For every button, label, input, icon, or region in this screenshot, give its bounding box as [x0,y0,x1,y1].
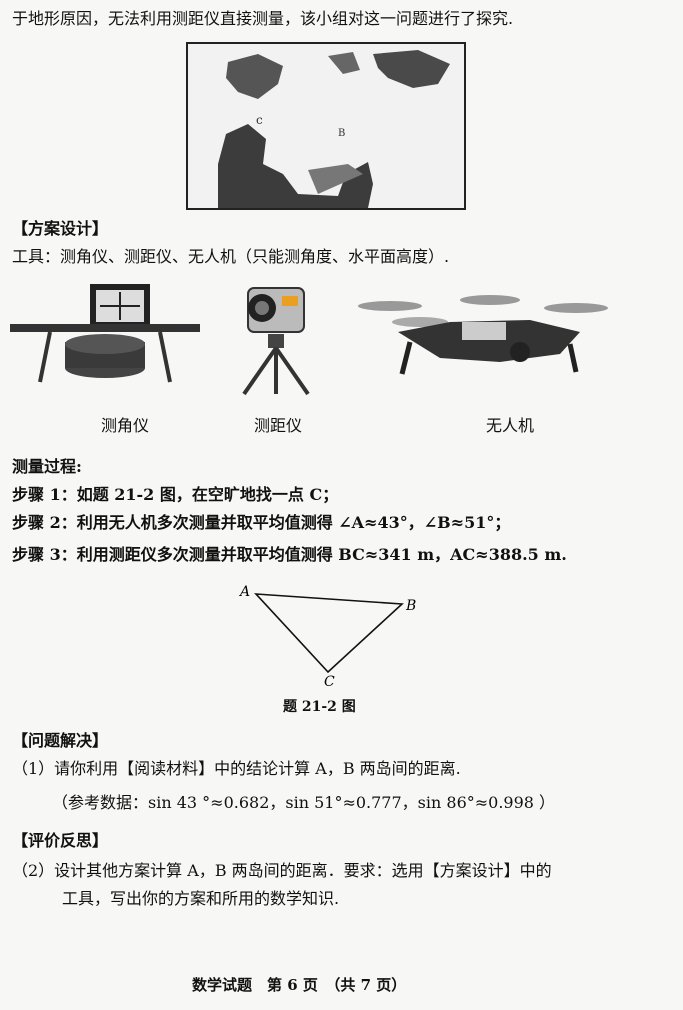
caption-rangefinder: 测距仪 [253,416,302,435]
intro-text: 于地形原因，无法利用测距仪直接测量，该小组对这一问题进行了探究. [12,9,514,28]
reference-data: （参考数据：sin 43 °≈0.682，sin 51°≈0.777，sin 8… [52,793,556,812]
question-2-line-1: （2）设计其他方案计算 A，B 两岛间的距离．要求：选用【方案设计】中的 [12,861,552,880]
step-2: 步骤 2：利用无人机多次测量并取平均值测得 ∠A≈43°，∠B≈51°； [12,513,511,532]
caption-drone: 无人机 [485,416,534,435]
triangle-abc [254,593,404,674]
figure-caption: 题 21-2 图 [283,699,356,715]
vertex-label-b: B [405,598,416,614]
process-heading: 测量过程: [12,457,82,476]
step-3: 步骤 3：利用测距仪多次测量并取平均值测得 BC≈341 m，AC≈388.5 … [12,545,567,564]
step-1: 步骤 1：如题 21-2 图，在空旷地找一点 C； [12,485,339,504]
vertex-label-a: A [238,584,250,600]
island-photo: c B [186,42,466,210]
svg-text:B: B [338,128,345,139]
tools-line: 工具：测角仪、测距仪、无人机（只能测角度、水平面高度）. [12,247,450,266]
drone-image [358,295,608,375]
island-photo-image: c B [188,44,464,208]
vertex-label-c: C [324,674,335,686]
triangle-figure: A B C [238,584,416,686]
svg-text:c: c [256,113,263,127]
plan-heading: 【方案设计】 [12,219,109,238]
caption-theodolite: 测角仪 [100,416,149,435]
theodolite-image [10,284,200,383]
solve-heading: 【问题解决】 [12,731,109,750]
reflect-heading: 【评价反思】 [12,831,109,850]
rangefinder-image [242,287,310,396]
question-1: （1）请你利用【阅读材料】中的结论计算 A，B 两岛间的距离. [12,759,461,778]
page-footer: 数学试题 第 6 页 （共 7 页） [192,976,407,994]
question-2-line-2: 工具，写出你的方案和所用的数学知识. [62,889,340,908]
